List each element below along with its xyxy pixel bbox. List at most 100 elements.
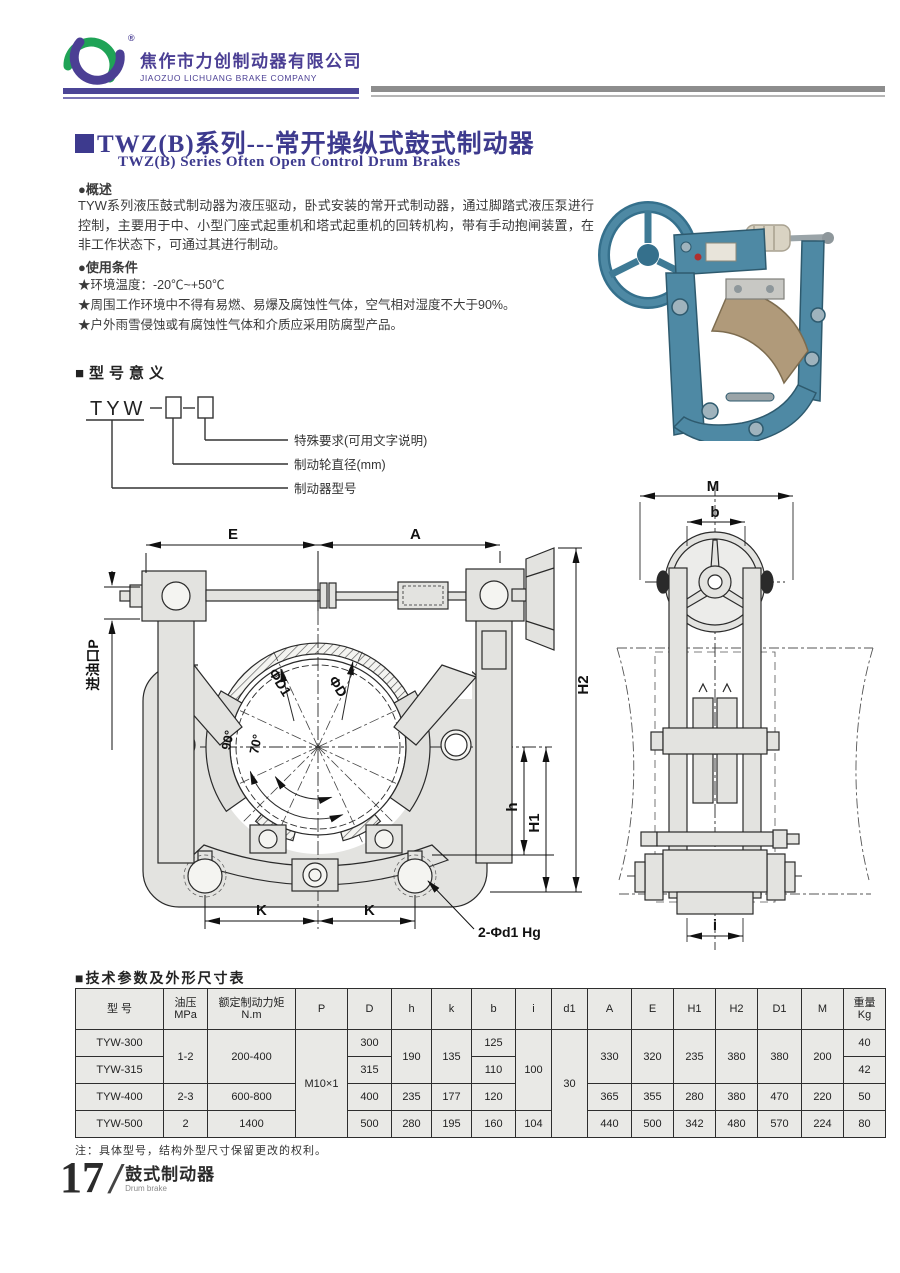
col-weight-unit: Kg <box>857 1009 872 1021</box>
col-h2: H2 <box>715 988 758 1030</box>
title-square-icon <box>75 134 94 153</box>
col-p: P <box>295 988 348 1030</box>
model-label-model: 制动器型号 <box>294 482 357 496</box>
cell-weight: 80 <box>843 1110 886 1138</box>
header-rule-left-thin <box>63 97 359 99</box>
cell-d: 315 <box>347 1056 392 1084</box>
header-rule-right-thin <box>371 95 885 97</box>
col-a: A <box>587 988 632 1030</box>
dim-h1-label: H1 <box>526 813 543 832</box>
cell-i: 104 <box>515 1110 552 1138</box>
dim-a-label: A <box>410 526 421 543</box>
dim-i-label: i <box>713 917 717 934</box>
col-oil-unit: MPa <box>174 1009 197 1021</box>
condition-item-1: ★环境温度：-20℃~+50℃ <box>78 278 225 292</box>
col-k: k <box>431 988 472 1030</box>
side-view-drawing: M b i <box>605 478 895 955</box>
col-m: M <box>801 988 844 1030</box>
cell-h1: 280 <box>673 1083 716 1111</box>
dim-e-label: E <box>228 526 238 543</box>
cell-m: 224 <box>801 1110 844 1138</box>
cell-i: 100 <box>515 1029 552 1111</box>
oil-inlet-label: 进油口P <box>85 639 101 690</box>
company-logo <box>58 30 130 88</box>
cell-h2: 380 <box>715 1029 758 1084</box>
cell-b: 125 <box>471 1029 516 1057</box>
col-model: 型 号 <box>75 988 164 1030</box>
table-note: 注：具体型号，结构外型尺寸保留更改的权利。 <box>75 1145 327 1157</box>
angle-90-label: 90° <box>218 729 237 751</box>
col-b: b <box>471 988 516 1030</box>
table-row: TYW-500 2 1400 500 280 195 160 104 440 5… <box>75 1110 886 1138</box>
cell-h: 235 <box>391 1083 432 1111</box>
header-rule-left <box>63 88 359 94</box>
cell-b: 110 <box>471 1056 516 1084</box>
col-d: D <box>347 988 392 1030</box>
col-e: E <box>631 988 674 1030</box>
cell-p: M10×1 <box>295 1029 348 1138</box>
cell-h: 280 <box>391 1110 432 1138</box>
table-title: ■技术参数及外形尺寸表 <box>75 970 246 986</box>
cell-d: 300 <box>347 1029 392 1057</box>
cell-e: 320 <box>631 1029 674 1084</box>
cell-oil: 2 <box>163 1110 208 1138</box>
page-number: 17 <box>60 1153 104 1202</box>
cell-h2: 380 <box>715 1083 758 1111</box>
col-torque-unit: N.m <box>241 1009 262 1021</box>
cell-e: 500 <box>631 1110 674 1138</box>
model-label-diameter: 制动轮直径(mm) <box>294 458 386 472</box>
col-oil-cn: 油压 <box>174 997 197 1009</box>
col-i: i <box>515 988 552 1030</box>
cell-k: 135 <box>431 1029 472 1084</box>
cell-weight: 40 <box>843 1029 886 1057</box>
dim-b-label: b <box>710 504 719 521</box>
cell-b: 160 <box>471 1110 516 1138</box>
model-code: TYW <box>90 398 146 420</box>
cell-weight: 42 <box>843 1056 886 1084</box>
cell-d1: 30 <box>551 1029 588 1138</box>
anchor-note-label: 2-Φd1 Hg <box>478 924 541 940</box>
condition-item-2: ★周围工作环境中不得有易燃、易爆及腐蚀性气体，空气相对湿度不大于90%。 <box>78 298 516 312</box>
footer-section-cn: 鼓式制动器 <box>125 1165 216 1184</box>
header-rule-right <box>371 86 885 92</box>
cell-m: 220 <box>801 1083 844 1111</box>
product-photo <box>578 183 846 446</box>
cell-torque: 600-800 <box>207 1083 296 1111</box>
cell-model: TYW-400 <box>75 1083 164 1111</box>
cell-h: 190 <box>391 1029 432 1084</box>
front-view-geometry <box>119 547 555 929</box>
cell-h2: 480 <box>715 1110 758 1138</box>
cell-a: 440 <box>587 1110 632 1138</box>
cell-torque: 200-400 <box>207 1029 296 1084</box>
dim-k2-label: K <box>364 902 375 919</box>
page-footer: 17 / 鼓式制动器 Drum brake <box>60 1153 216 1203</box>
side-view-dimensions <box>639 492 794 942</box>
cell-model: TYW-315 <box>75 1056 164 1084</box>
col-big-d1: D1 <box>757 988 802 1030</box>
cell-b: 120 <box>471 1083 516 1111</box>
dim-m-label: M <box>707 480 720 495</box>
cell-big-d1: 570 <box>757 1110 802 1138</box>
table-row: TYW-315 315 110 42 <box>75 1056 886 1084</box>
front-view-dimensions <box>104 541 582 930</box>
table-row: TYW-300 1-2 200-400 M10×1 300 190 135 12… <box>75 1029 886 1138</box>
cell-torque: 1400 <box>207 1110 296 1138</box>
cell-h1: 342 <box>673 1110 716 1138</box>
page-title: TWZ(B)系列---常开操纵式鼓式制动器 <box>75 124 535 160</box>
col-h1: H1 <box>673 988 716 1030</box>
model-meaning-diagram: TYW 特殊要求(可用文字说明) 制动轮直径(mm) 制动器型号 <box>82 388 502 498</box>
cell-d: 400 <box>347 1083 392 1111</box>
table-row: TYW-400 2-3 600-800 400 235 177 120 365 … <box>75 1083 886 1111</box>
dim-h-label: h <box>504 802 521 811</box>
col-torque-cn: 额定制动力矩 <box>218 997 285 1009</box>
footer-section-en: Drum brake <box>125 1184 167 1193</box>
condition-item-3: ★户外雨雪侵蚀或有腐蚀性气体和介质应采用防腐型产品。 <box>78 318 404 332</box>
cell-k: 177 <box>431 1083 472 1111</box>
dim-k1-label: K <box>256 902 267 919</box>
page-subtitle: TWZ(B) Series Often Open Control Drum Br… <box>118 154 461 170</box>
product-photo-drawing <box>598 201 834 446</box>
